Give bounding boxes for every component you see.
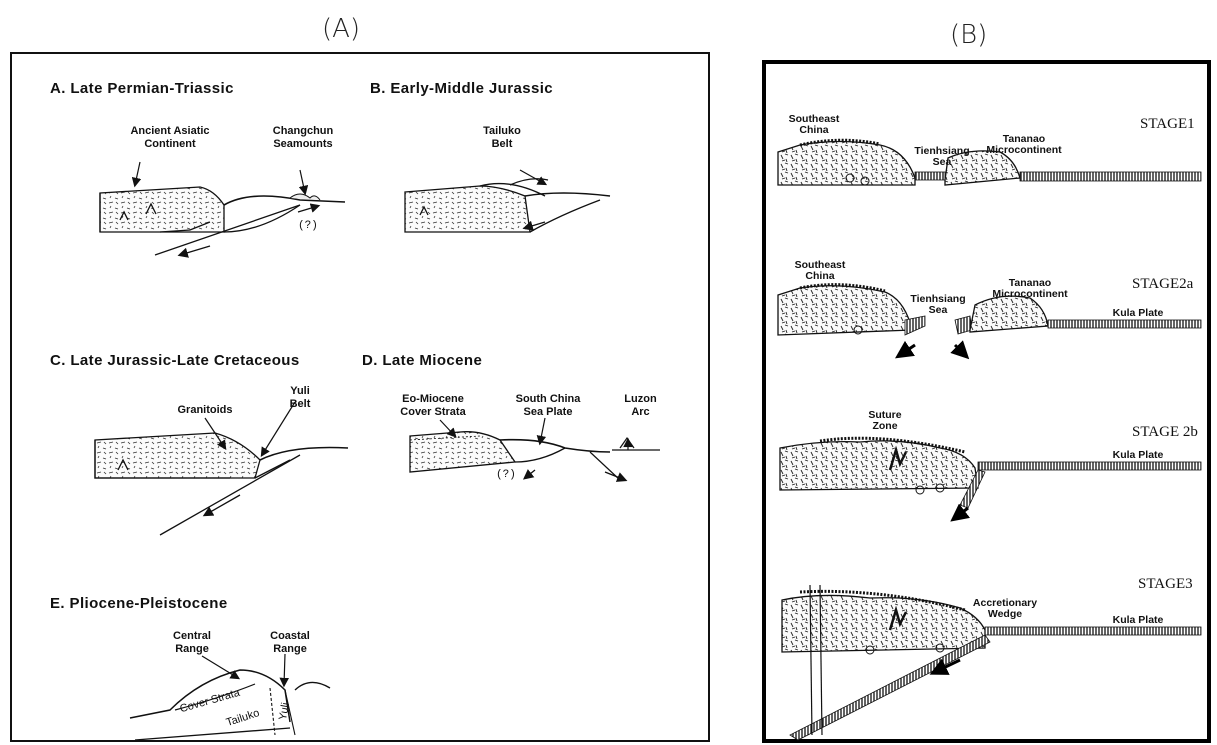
stage3-label-kula-plate: Kula Plate (1108, 615, 1168, 626)
stage2a-label-tienhsiang-sea: Tienhsiang Sea (908, 294, 968, 316)
stage2a-label-tananao-microcontinent: Tananao Microcontinent (980, 278, 1080, 300)
stage1-title: STAGE1 (1140, 116, 1195, 133)
stage2b-label-kula-plate: Kula Plate (1108, 450, 1168, 461)
stage2b-label-suture-zone: Suture Zone (865, 410, 905, 432)
stage2a-title: STAGE2a (1132, 276, 1193, 293)
stage3-title: STAGE3 (1138, 576, 1193, 593)
stage2a-label-kula-plate: Kula Plate (1108, 308, 1168, 319)
stage1-label-tienhsiang-sea: Tienhsiang Sea (912, 146, 972, 168)
stage1-label-southeast-china: Southeast China (784, 114, 844, 136)
stage2a-label-southeast-china: Southeast China (790, 260, 850, 282)
stage3-label-accretionary-wedge: Accretionary Wedge (965, 598, 1045, 620)
stage2b-title: STAGE 2b (1132, 424, 1198, 441)
stage1-label-tananao-microcontinent: Tananao Microcontinent (974, 134, 1074, 156)
